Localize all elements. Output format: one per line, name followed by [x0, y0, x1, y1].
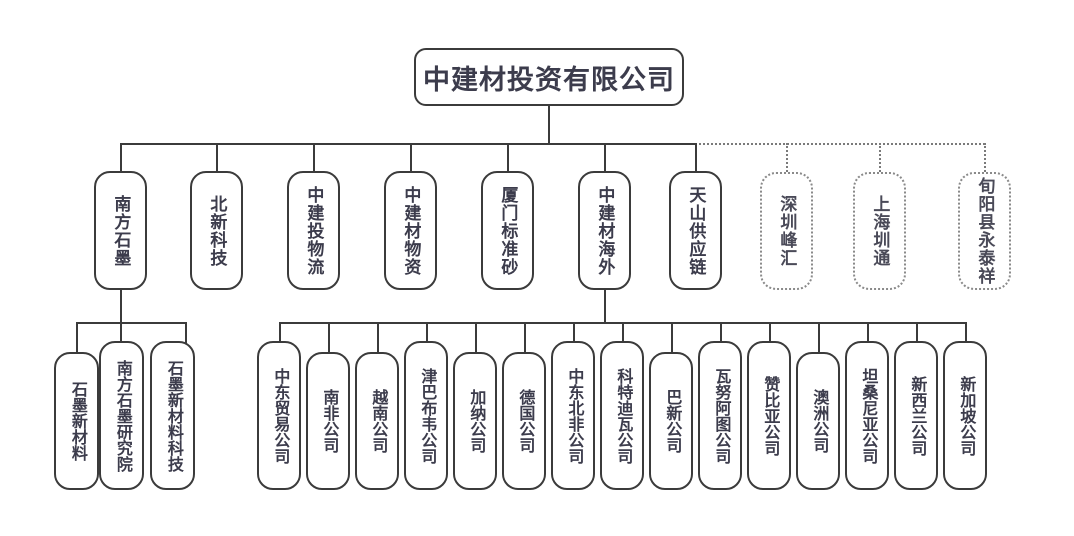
overseas-stem-connector: [604, 290, 606, 322]
drop-overseas-4: [426, 322, 428, 352]
node-wanuatu-gongsi[interactable]: 瓦努阿图公司: [698, 341, 742, 490]
drop-overseas-7: [573, 322, 575, 352]
drop-beixin-keji: [216, 143, 218, 171]
drop-xiamen-biaozhunsha: [507, 143, 509, 171]
drop-zhongjiancai-haiwai: [604, 143, 606, 171]
node-jiana-gongsi[interactable]: 加纳公司: [453, 352, 497, 490]
drop-overseas-14: [916, 322, 918, 352]
drop-overseas-1: [279, 322, 281, 352]
node-zanbiya-gongsi[interactable]: 赞比亚公司: [747, 341, 791, 490]
node-xunyang-yongtaixiang[interactable]: 旬阳县永泰祥: [958, 172, 1011, 290]
drop-zhongjiancai-wuzi: [410, 143, 412, 171]
drop-overseas-13: [867, 322, 869, 352]
drop-overseas-2: [328, 322, 330, 352]
node-zhongjiancai-haiwai[interactable]: 中建材海外: [578, 171, 631, 290]
node-tansangniya-gongsi[interactable]: 坦桑尼亚公司: [845, 341, 889, 490]
drop-overseas-10: [720, 322, 722, 352]
drop-overseas-8: [622, 322, 624, 352]
graphite-stem-connector: [120, 290, 122, 322]
level2-bus-solid: [120, 143, 695, 145]
drop-overseas-15: [965, 322, 967, 352]
node-xiamen-biaozhunsha[interactable]: 厦门标准砂: [481, 171, 534, 290]
drop-zhongjiantou-wuliu: [313, 143, 315, 171]
graphite-bus: [76, 322, 186, 324]
drop-overseas-5: [475, 322, 477, 352]
node-zhongdong-maoyi-gongsi[interactable]: 中东贸易公司: [257, 341, 301, 490]
node-nanfang-shimo[interactable]: 南方石墨: [94, 171, 147, 290]
drop-shanghai-zhentong: [879, 143, 881, 172]
node-xinjiapo-gongsi[interactable]: 新加坡公司: [943, 341, 987, 490]
root-node-investment-company[interactable]: 中建材投资有限公司: [414, 48, 684, 106]
node-kotediwa-gongsi[interactable]: 科特迪瓦公司: [600, 341, 644, 490]
level2-bus-dotted: [695, 143, 985, 145]
node-shanghai-zhentong[interactable]: 上海圳通: [853, 172, 906, 290]
drop-xunyang-yongtaixiang: [984, 143, 986, 172]
node-nanfang-shimo-yanjiuyuan[interactable]: 南方石墨研究院: [99, 341, 144, 490]
drop-nanfang-shimo: [120, 143, 122, 171]
drop-nanfang-shimo-yanjiuyuan: [120, 322, 122, 352]
node-shimo-xincailiao-keji[interactable]: 石墨新材料科技: [150, 341, 195, 490]
node-tianshan-gongyinglian[interactable]: 天山供应链: [669, 171, 722, 290]
drop-overseas-3: [377, 322, 379, 352]
node-shimo-xincailiao[interactable]: 石墨新材料: [54, 352, 99, 490]
drop-overseas-9: [671, 322, 673, 352]
drop-overseas-11: [769, 322, 771, 352]
node-zhongdong-beifei-gongsi[interactable]: 中东北非公司: [551, 341, 595, 490]
drop-overseas-12: [818, 322, 820, 352]
drop-shimo-xincailiao-keji: [185, 322, 187, 352]
node-yuenan-gongsi[interactable]: 越南公司: [355, 352, 399, 490]
drop-shimo-xincailiao: [76, 322, 78, 352]
node-aozhou-gongsi[interactable]: 澳洲公司: [796, 352, 840, 490]
node-jinbabuwei-gongsi[interactable]: 津巴布韦公司: [404, 341, 448, 490]
node-shenzhen-fenghui[interactable]: 深圳峰汇: [760, 172, 813, 290]
drop-shenzhen-fenghui: [786, 143, 788, 172]
node-beixin-keji[interactable]: 北新科技: [190, 171, 243, 290]
node-zhongjiancai-wuzi[interactable]: 中建材物资: [384, 171, 437, 290]
drop-overseas-6: [524, 322, 526, 352]
drop-tianshan-gongyinglian: [695, 143, 697, 171]
node-baxin-gongsi[interactable]: 巴新公司: [649, 352, 693, 490]
root-stem-connector: [548, 106, 550, 143]
node-nanfei-gongsi[interactable]: 南非公司: [306, 352, 350, 490]
node-zhongjiantou-wuliu[interactable]: 中建投物流: [287, 171, 340, 290]
node-xinxilan-gongsi[interactable]: 新西兰公司: [894, 341, 938, 490]
node-deguo-gongsi[interactable]: 德国公司: [502, 352, 546, 490]
